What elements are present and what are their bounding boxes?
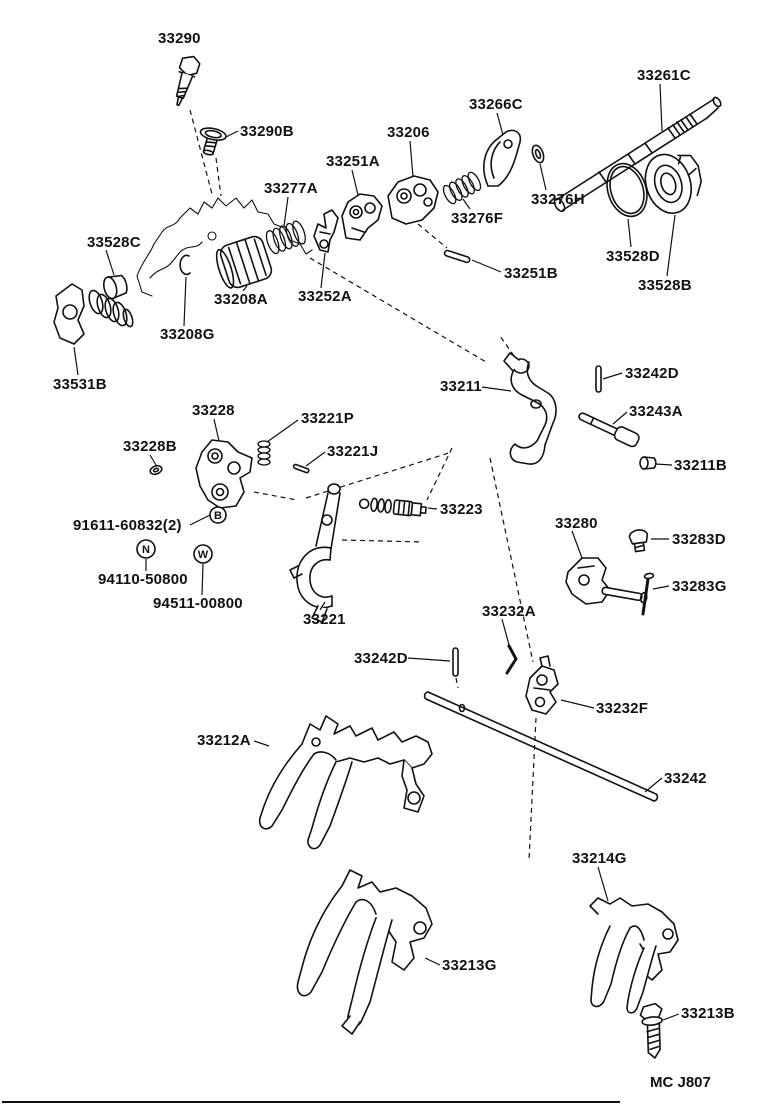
washer-marker-circle	[193, 544, 213, 564]
label-33221P: 33221P	[301, 410, 354, 427]
part-33206-block	[387, 175, 439, 225]
label-33208A: 33208A	[214, 291, 268, 308]
label-33212A: 33212A	[197, 732, 251, 749]
label-33223: 33223	[440, 501, 483, 518]
label-33214G: 33214G	[572, 850, 627, 867]
part-33221P-spring	[257, 440, 271, 466]
part-33277A-spring	[265, 220, 306, 255]
part-33261C-shaft	[553, 96, 722, 213]
case-outline	[136, 197, 313, 297]
part-33528B-hub	[644, 153, 702, 214]
part-33221J-pin	[292, 463, 310, 474]
label-33228: 33228	[192, 402, 235, 419]
label-33277A: 33277A	[264, 180, 318, 197]
part-number-labels: 33290 33290B 33277A 33251A 33206 33266C …	[53, 30, 735, 1022]
label-33206: 33206	[387, 124, 430, 141]
label-33242D-lower: 33242D	[354, 650, 408, 667]
nut-marker-letter: N	[142, 544, 150, 556]
label-33211: 33211	[440, 378, 482, 395]
label-33290B: 33290B	[240, 123, 294, 140]
label-94511-00800: 94511-00800	[153, 595, 243, 612]
part-33276F-spring	[442, 171, 482, 205]
part-33208A-drum	[215, 235, 273, 289]
part-33251A-shift-head	[341, 193, 383, 241]
part-33211-shift-lever	[503, 352, 557, 465]
label-33251A: 33251A	[326, 153, 380, 170]
part-33223-detent	[358, 497, 427, 517]
figure-code: MC J807	[650, 1074, 711, 1091]
part-33280-lever	[565, 557, 648, 605]
part-33242-rod	[423, 691, 659, 802]
part-33290B-plug	[199, 127, 227, 156]
label-33276F: 33276F	[451, 210, 503, 227]
part-33228-bracket	[195, 439, 253, 509]
label-33280: 33280	[555, 515, 598, 532]
label-33283D: 33283D	[672, 531, 726, 548]
bolt-marker-circle	[209, 506, 227, 524]
label-91611-60832: 91611-60832(2)	[73, 517, 182, 534]
label-33283G: 33283G	[672, 578, 727, 595]
label-33266C: 33266C	[469, 96, 523, 113]
label-33208G: 33208G	[160, 326, 215, 343]
part-33208G-clip	[179, 254, 191, 276]
part-33528D-oring	[606, 162, 648, 218]
part-33242D-pin-lower	[452, 647, 459, 677]
nut-marker-circle	[136, 539, 156, 559]
label-33211B: 33211B	[674, 457, 727, 474]
fastener-markers	[136, 506, 227, 564]
bolt-marker-letter: B	[214, 510, 222, 522]
label-33276H: 33276H	[531, 191, 585, 208]
label-33221J: 33221J	[327, 443, 378, 460]
part-33232F-clamp	[525, 655, 559, 715]
label-33242D-upper: 33242D	[625, 365, 679, 382]
label-33290: 33290	[158, 30, 201, 47]
part-33232A-pin	[505, 644, 518, 675]
part-33242D-pin-upper	[595, 365, 602, 393]
label-33252A: 33252A	[298, 288, 352, 305]
label-33213G: 33213G	[442, 957, 497, 974]
part-33213G-fork	[296, 869, 433, 1035]
part-33243A-rod	[578, 412, 640, 448]
part-33214G-fork	[589, 897, 679, 1014]
part-33212A-fork	[258, 715, 433, 850]
part-33213B-bolt	[639, 1002, 663, 1059]
part-33528C-cap	[102, 274, 128, 300]
leader-lines	[73, 83, 680, 1021]
label-33242: 33242	[664, 770, 707, 787]
label-33228B: 33228B	[123, 438, 177, 455]
part-33228B-bush	[149, 464, 163, 476]
assembly-dashed-lines	[189, 109, 537, 861]
label-33528D: 33528D	[606, 248, 660, 265]
part-33276H-washer	[531, 144, 545, 164]
label-33531B: 33531B	[53, 376, 107, 393]
part-33251B-pin	[443, 249, 471, 264]
part-33266C-claw	[483, 129, 522, 187]
label-33528B: 33528B	[638, 277, 692, 294]
part-33221-inner-lever	[289, 483, 341, 623]
label-33243A: 33243A	[629, 403, 683, 420]
part-33283G-pin	[641, 572, 655, 616]
part-33531B-spring-seat	[53, 283, 134, 345]
part-33211B-cap	[639, 456, 657, 470]
washer-marker-letter: W	[198, 549, 209, 561]
part-33252A-lever	[313, 209, 339, 253]
label-33232A: 33232A	[482, 603, 536, 620]
part-33283D-cap-bolt	[628, 529, 649, 553]
label-33221: 33221	[303, 611, 346, 628]
label-33251B: 33251B	[504, 265, 558, 282]
label-33528C: 33528C	[87, 234, 141, 251]
label-33232F: 33232F	[596, 700, 648, 717]
label-94110-50800: 94110-50800	[98, 571, 188, 588]
label-33213B: 33213B	[681, 1005, 735, 1022]
part-33290-bolt	[175, 55, 201, 107]
label-33261C: 33261C	[637, 67, 691, 84]
